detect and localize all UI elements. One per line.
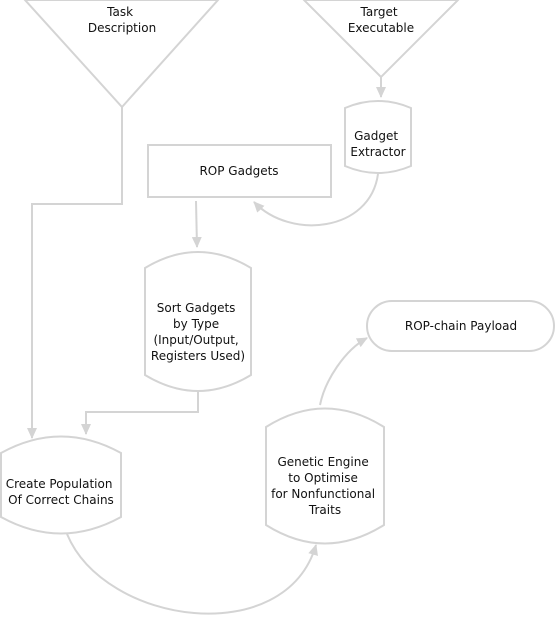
edge-sort-to-population	[81, 391, 199, 435]
create-population-label: Create Population Of Correct Chains	[6, 477, 117, 507]
edge-task-to-population	[27, 107, 123, 439]
gadget-extractor-label: Gadget Extractor	[350, 129, 405, 159]
task-description-triangle	[23, 0, 220, 109]
genetic-engine-node: Genetic Engine to Optimise for Nonfuncti…	[265, 407, 385, 545]
rop-gadgets-label: ROP Gadgets	[199, 164, 278, 178]
sort-gadgets-node: Sort Gadgets by Type (Input/Output, Regi…	[144, 251, 252, 392]
sort-gadgets-drum	[144, 251, 252, 392]
edge-population-to-genetic	[66, 533, 318, 615]
rop-chain-payload-label: ROP-chain Payload	[405, 319, 517, 333]
rop-chain-payload-terminator	[366, 300, 555, 352]
task-description-label: Task Description	[88, 5, 156, 35]
genetic-engine-drum	[265, 407, 385, 545]
gadget-extractor-node: Gadget Extractor	[344, 100, 412, 174]
edge-gadgets-to-sort	[191, 200, 202, 248]
edge-genetic-to-payload	[319, 337, 368, 406]
rop-gadgets-rect	[147, 144, 332, 198]
create-population-node: Create Population Of Correct Chains	[0, 435, 122, 535]
create-population-drum	[0, 435, 122, 535]
target-executable-label: Target Executable	[348, 5, 414, 35]
gadget-extractor-drum	[344, 100, 412, 174]
rop-gadgets-node: ROP Gadgets	[147, 144, 332, 198]
target-executable-triangle	[302, 0, 460, 79]
rop-chain-payload-node: ROP-chain Payload	[366, 300, 555, 352]
edge-extractor-to-gadgets	[253, 173, 379, 227]
task-description-node: Task Description	[23, 0, 220, 109]
genetic-engine-label: Genetic Engine to Optimise for Nonfuncti…	[271, 455, 379, 517]
target-executable-node: Target Executable	[302, 0, 460, 79]
sort-gadgets-label: Sort Gadgets by Type (Input/Output, Regi…	[151, 301, 245, 363]
